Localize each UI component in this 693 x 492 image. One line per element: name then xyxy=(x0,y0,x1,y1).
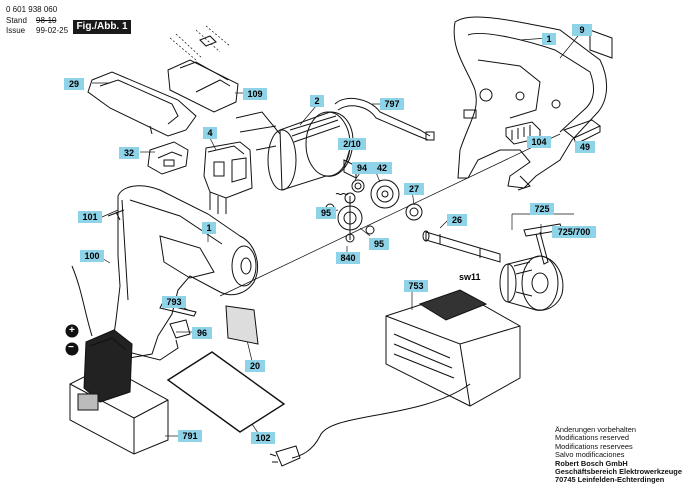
footer-division: Geschäftsbereich Elektrowerkzeuge xyxy=(555,467,682,477)
part-label-725-700: 725/700 xyxy=(552,226,596,238)
cover-29-drawing xyxy=(87,71,197,137)
cover-109-drawing xyxy=(167,59,239,113)
small-part-top-drawing xyxy=(199,35,217,47)
footer-line-4: Salvo modificaciones xyxy=(555,450,625,460)
cable-100-drawing xyxy=(71,265,93,337)
footer-notes: Änderungen vorbehalten Modifications res… xyxy=(555,425,682,485)
footer-line-1: Änderungen vorbehalten xyxy=(555,425,636,434)
part-label-791: 791 xyxy=(178,430,202,442)
switch-4-drawing xyxy=(203,141,253,214)
figure-title: Fig./Abb. 1 xyxy=(73,20,131,34)
part-label-42: 42 xyxy=(372,162,392,174)
housing-half-drawing xyxy=(453,16,607,191)
part-label-102: 102 xyxy=(251,432,275,444)
drill-body-100-drawing xyxy=(111,185,258,361)
footer-line-3: Modifications reservees xyxy=(555,441,633,451)
minus-terminal-drawing xyxy=(65,342,79,356)
part-label-9: 9 xyxy=(572,24,592,36)
part-label-104: 104 xyxy=(527,136,551,148)
footer-line-2: Modifications reserved xyxy=(555,433,629,443)
part-label-95-upper: 95 xyxy=(316,207,336,219)
part-label-32: 32 xyxy=(119,147,139,159)
plus-sign: + xyxy=(69,325,75,336)
sw11-label: sw11 xyxy=(459,272,481,282)
screws-dashed-drawing xyxy=(169,25,231,61)
part-label-1-top: 1 xyxy=(542,33,556,45)
doc-number: 0 601 938 060 xyxy=(6,5,58,14)
part-label-725: 725 xyxy=(530,203,554,215)
part-label-1-mid: 1 xyxy=(202,222,216,234)
leader-lines xyxy=(92,30,583,437)
charger-753-drawing xyxy=(269,289,521,467)
part-label-109: 109 xyxy=(243,88,267,100)
part-label-100: 100 xyxy=(80,250,104,262)
stand-label: Stand xyxy=(6,16,27,25)
issue-value: 99-02-25 xyxy=(36,26,69,35)
battery-791-drawing xyxy=(69,329,169,455)
part-label-26: 26 xyxy=(447,214,467,226)
part-label-793: 793 xyxy=(162,296,186,308)
part-793-drawing xyxy=(159,303,197,317)
footer-address: 70745 Leinfelden-Echterdingen xyxy=(555,475,665,485)
part-label-29: 29 xyxy=(64,78,84,90)
part-label-94: 94 xyxy=(352,162,372,174)
part-label-101: 101 xyxy=(78,211,102,223)
switch-32-drawing xyxy=(147,141,189,175)
part-label-797: 797 xyxy=(380,98,404,110)
label-plate-20-drawing xyxy=(225,305,259,345)
frame-102-drawing xyxy=(166,351,286,433)
part-label-20: 20 xyxy=(245,360,265,372)
chuck-725-drawing xyxy=(499,255,564,311)
plate-9-drawing xyxy=(589,29,613,59)
part-label-49: 49 xyxy=(575,141,595,153)
plus-terminal-drawing xyxy=(65,324,79,338)
gears-drawing xyxy=(325,179,423,243)
part-label-96: 96 xyxy=(192,327,212,339)
issue-label: Issue xyxy=(6,26,26,35)
part-label-840: 840 xyxy=(336,252,360,264)
part-96-drawing xyxy=(169,319,191,339)
part-label-4: 4 xyxy=(203,127,217,139)
footer-company: Robert Bosch GmbH xyxy=(555,458,628,468)
part-label-27: 27 xyxy=(404,183,424,195)
minus-sign: − xyxy=(68,342,74,353)
motor-2-drawing xyxy=(235,111,357,191)
part-label-753: 753 xyxy=(404,280,428,292)
screw-101-drawing xyxy=(107,209,125,221)
stand-value: 98-10 xyxy=(36,16,57,25)
shaft-26-drawing xyxy=(422,230,501,263)
part-label-2: 2 xyxy=(310,95,324,107)
part-label-95-lower: 95 xyxy=(369,238,389,250)
strap-797-drawing xyxy=(334,97,435,141)
part-label-2-10: 2/10 xyxy=(338,138,366,150)
